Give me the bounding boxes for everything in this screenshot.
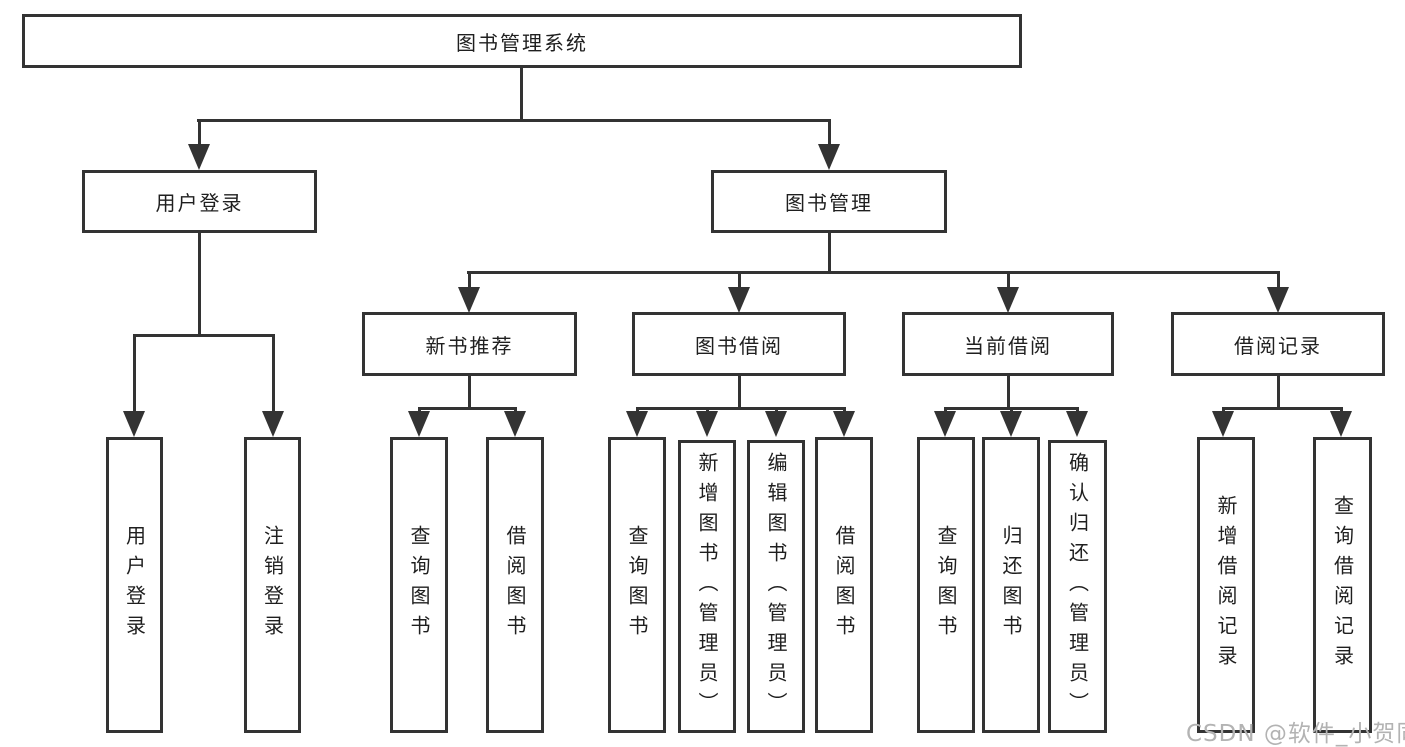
- leaf-borrow-books: 借阅图书: [815, 437, 873, 733]
- node-new-book-recommendation: 新书推荐: [362, 312, 577, 376]
- arrowhead-down-icon: [728, 287, 750, 313]
- node-book-borrowing: 图书借阅: [632, 312, 846, 376]
- leaf-edit-books-admin: 编辑图书（管理员）: [747, 440, 805, 733]
- connector: [1277, 376, 1280, 410]
- node-label: 图书借阅: [695, 333, 783, 358]
- node-current-borrowing: 当前借阅: [902, 312, 1114, 376]
- connector: [418, 407, 517, 410]
- connector: [828, 119, 831, 150]
- leaf-return-books: 归还图书: [982, 437, 1040, 733]
- node-label: 查询图书: [407, 525, 431, 645]
- node-label: 新书推荐: [425, 333, 514, 358]
- leaf-query-books-borrow: 查询图书: [608, 437, 666, 733]
- arrowhead-down-icon: [934, 411, 956, 437]
- connector: [133, 334, 275, 337]
- arrowhead-down-icon: [123, 411, 145, 437]
- node-library-management-system: 图书管理系统: [22, 14, 1022, 68]
- connector: [468, 271, 471, 290]
- arrowhead-down-icon: [188, 144, 210, 170]
- arrowhead-down-icon: [504, 411, 526, 437]
- node-label: 新增借阅记录: [1214, 495, 1238, 675]
- node-label: 确认归还（管理员）: [1065, 451, 1090, 722]
- leaf-add-books-admin: 新增图书（管理员）: [678, 440, 736, 733]
- node-label: 借阅记录: [1234, 333, 1322, 358]
- connector: [828, 233, 831, 274]
- connector: [1222, 407, 1343, 410]
- node-label: 图书管理: [785, 191, 873, 215]
- node-book-management: 图书管理: [711, 170, 947, 233]
- leaf-logout: 注销登录: [244, 437, 301, 733]
- connector: [198, 233, 201, 337]
- arrowhead-down-icon: [626, 411, 648, 437]
- arrowhead-down-icon: [1066, 411, 1088, 437]
- leaf-add-borrow-record: 新增借阅记录: [1197, 437, 1255, 733]
- connector: [1007, 376, 1010, 410]
- node-label: 查询图书: [934, 525, 958, 645]
- node-label: 注销登录: [260, 525, 285, 645]
- connector: [467, 271, 1280, 274]
- connector: [133, 334, 136, 414]
- node-label: 用户登录: [155, 191, 244, 215]
- leaf-query-books-recommend: 查询图书: [390, 437, 448, 733]
- connector: [197, 119, 831, 122]
- node-label: 查询图书: [625, 525, 649, 645]
- node-label: 用户登录: [122, 525, 147, 645]
- leaf-query-borrow-record: 查询借阅记录: [1313, 437, 1372, 733]
- arrowhead-down-icon: [1000, 411, 1022, 437]
- leaf-confirm-return-admin: 确认归还（管理员）: [1048, 440, 1107, 733]
- leaf-borrow-books-recommend: 借阅图书: [486, 437, 544, 733]
- node-label: 归还图书: [999, 525, 1023, 645]
- connector: [198, 119, 201, 150]
- node-label: 图书管理系统: [456, 30, 588, 55]
- connector: [738, 376, 741, 410]
- connector: [520, 68, 523, 121]
- leaf-user-login: 用户登录: [106, 437, 163, 733]
- arrowhead-down-icon: [833, 411, 855, 437]
- node-label: 新增图书（管理员）: [695, 451, 719, 722]
- node-label: 编辑图书（管理员）: [764, 451, 788, 722]
- arrowhead-down-icon: [1212, 411, 1234, 437]
- node-label: 借阅图书: [832, 525, 856, 645]
- arrowhead-down-icon: [997, 287, 1019, 313]
- leaf-query-books-current: 查询图书: [917, 437, 975, 733]
- csdn-watermark: CSDN @软件_小贺同学: [1186, 721, 1405, 747]
- node-label: 借阅图书: [503, 525, 527, 645]
- connector: [468, 376, 471, 410]
- arrowhead-down-icon: [765, 411, 787, 437]
- connector: [272, 334, 275, 414]
- arrowhead-down-icon: [458, 287, 480, 313]
- connector: [738, 271, 741, 290]
- connector: [1007, 271, 1010, 290]
- arrowhead-down-icon: [408, 411, 430, 437]
- arrowhead-down-icon: [1267, 287, 1289, 313]
- node-label: 查询借阅记录: [1330, 495, 1355, 675]
- node-label: 当前借阅: [964, 333, 1052, 358]
- arrowhead-down-icon: [696, 411, 718, 437]
- connector: [1277, 271, 1280, 290]
- node-borrowing-records: 借阅记录: [1171, 312, 1385, 376]
- connector: [636, 407, 846, 410]
- arrowhead-down-icon: [1330, 411, 1352, 437]
- arrowhead-down-icon: [818, 144, 840, 170]
- node-user-login: 用户登录: [82, 170, 317, 233]
- arrowhead-down-icon: [262, 411, 284, 437]
